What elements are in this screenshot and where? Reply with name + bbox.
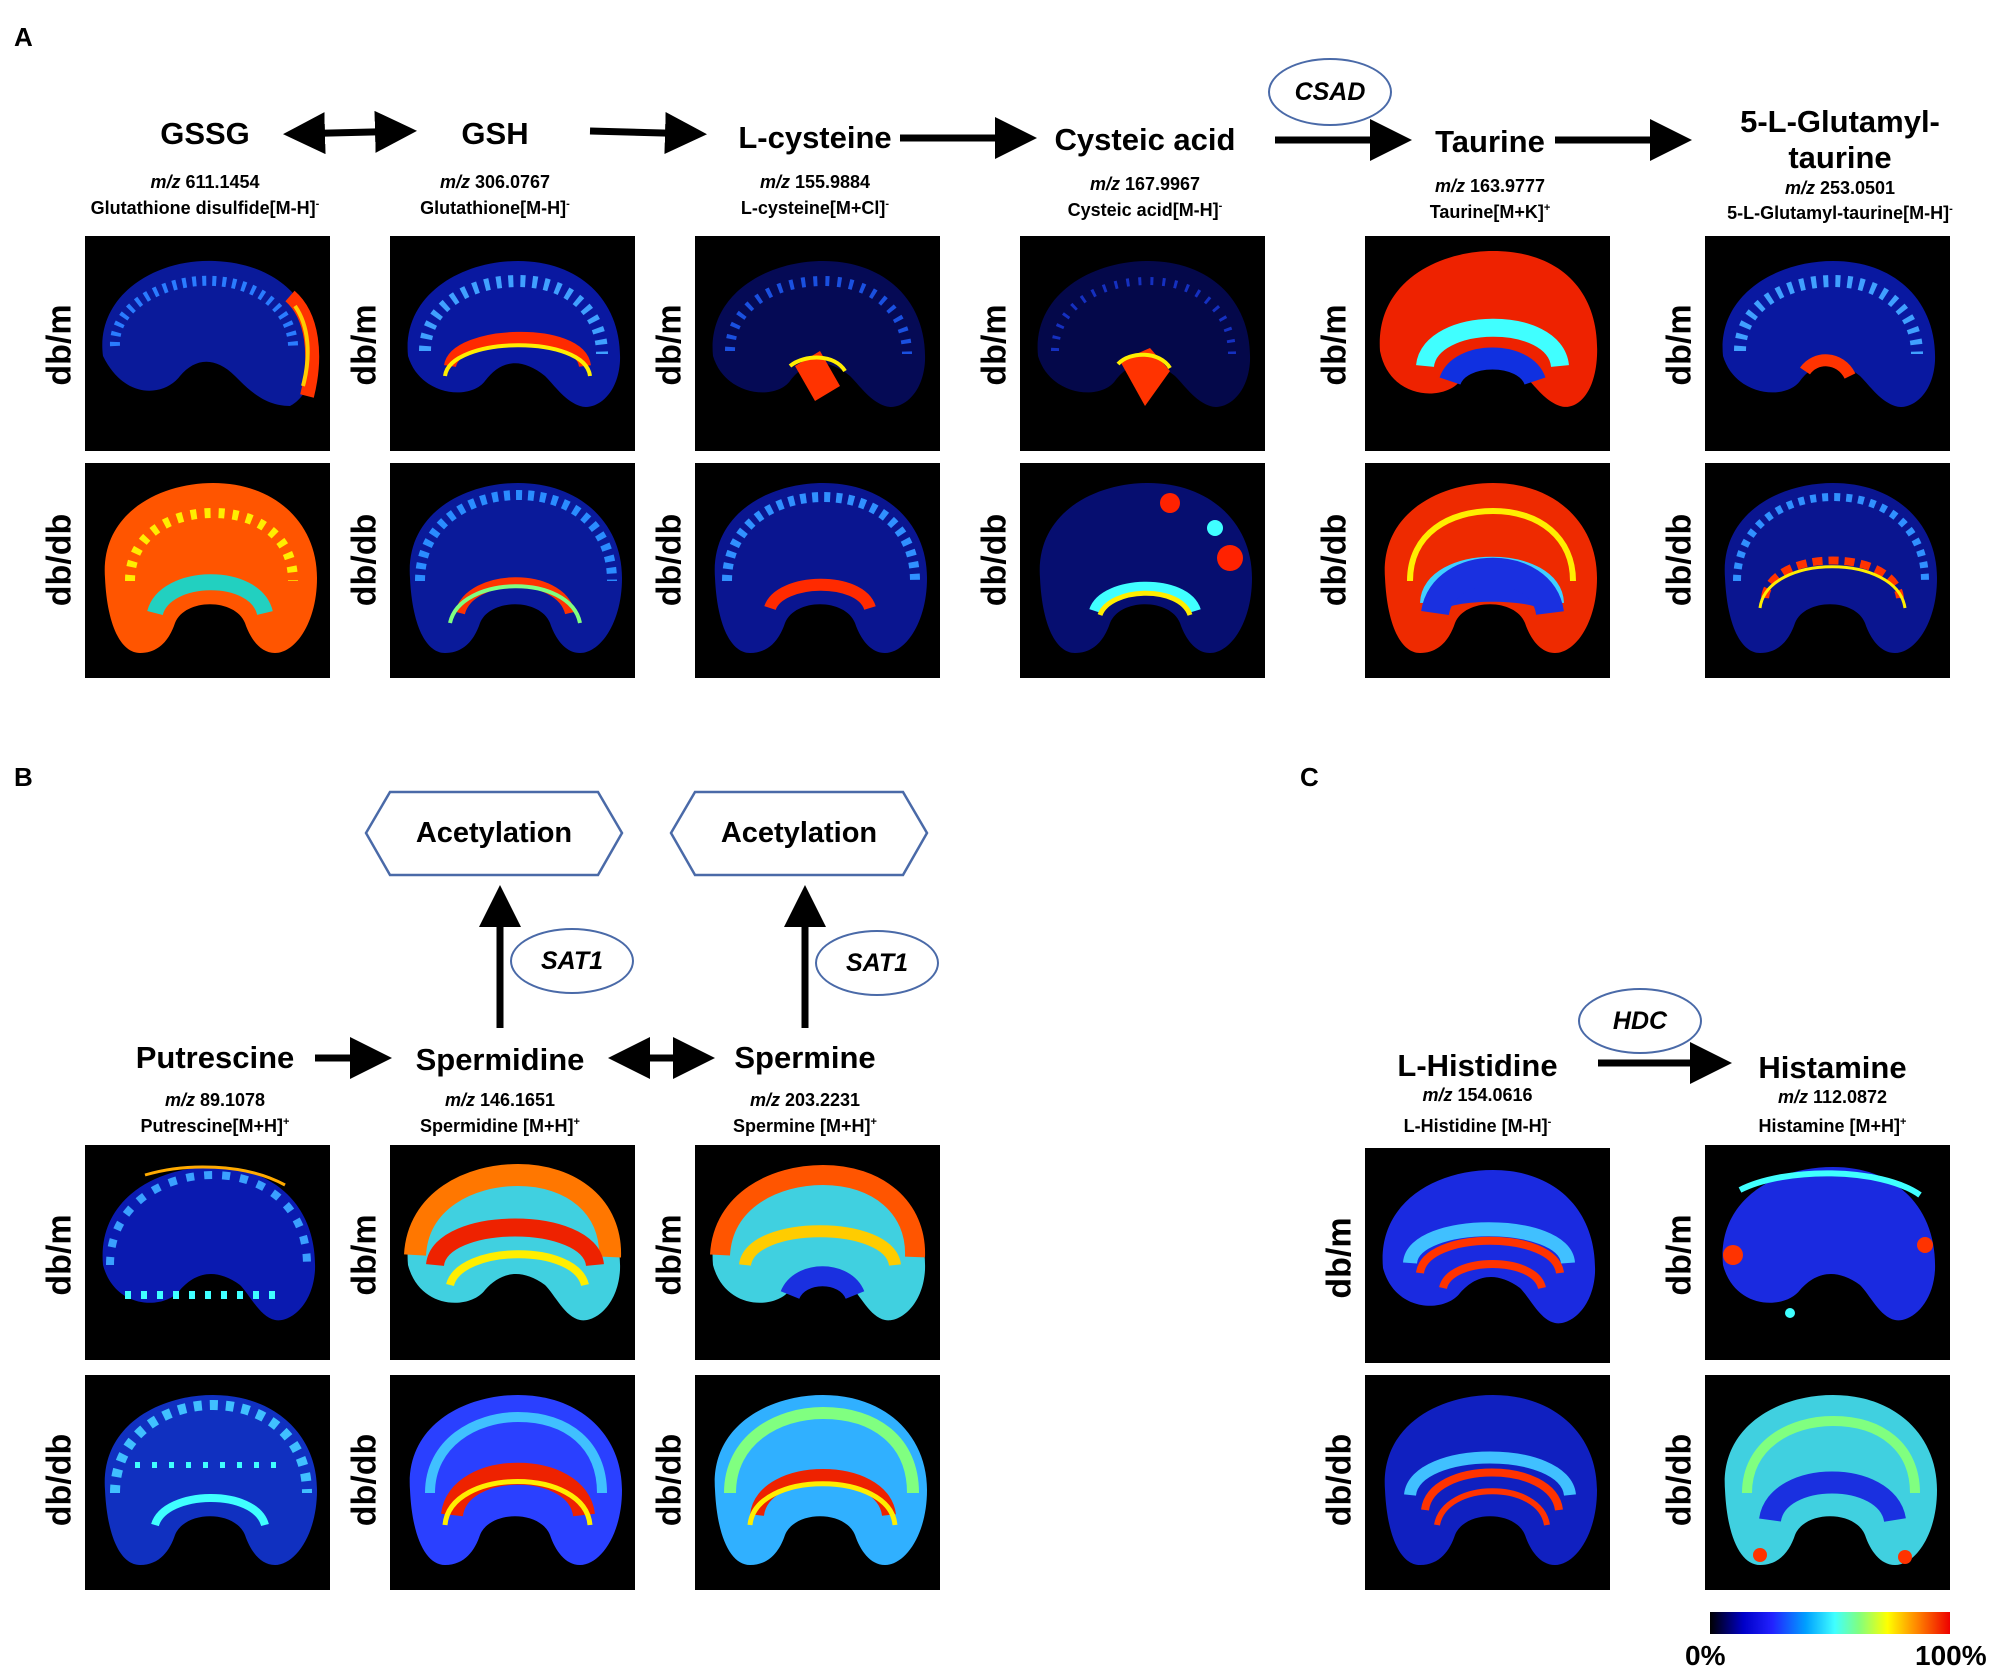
mz-gssg: m/z 611.1454 bbox=[150, 172, 260, 192]
metabolite-gsh: GSH bbox=[461, 116, 529, 151]
panel-letter-b: B bbox=[14, 762, 33, 792]
msi-image-l-cysteine-db-db bbox=[695, 463, 940, 678]
colorbar-max-label: 100% bbox=[1915, 1640, 1987, 1671]
ion-5-l-glutamyl-taurine: 5-L-Glutamyl-taurine[M-H]- bbox=[1727, 203, 1953, 223]
condition-label: db/db bbox=[1660, 513, 1699, 607]
condition-label: db/m bbox=[1315, 304, 1354, 386]
metabolite-l-cysteine: L-cysteine bbox=[738, 120, 892, 155]
ion-putrescine: Putrescine[M+H]+ bbox=[140, 1116, 290, 1136]
acetylation-hexagon-1 bbox=[364, 790, 624, 877]
ion-histamine: Histamine [M+H]+ bbox=[1758, 1116, 1907, 1136]
msi-image-taurine-db-db bbox=[1365, 463, 1610, 678]
msi-image-gsh-db-m bbox=[390, 236, 635, 451]
condition-label: db/db bbox=[40, 513, 79, 607]
ion-spermidine: Spermidine [M+H]+ bbox=[420, 1116, 580, 1136]
condition-label: db/db bbox=[1320, 1433, 1359, 1527]
msi-image-histamine-db-m bbox=[1705, 1145, 1950, 1360]
ion-l-cysteine: L-cysteine[M+Cl]- bbox=[740, 198, 890, 218]
process-acetylation-2: Acetylation bbox=[720, 817, 878, 849]
condition-label: db/m bbox=[1320, 1217, 1359, 1299]
metabolite-histamine: Histamine bbox=[1758, 1050, 1907, 1085]
msi-image-spermine-db-m bbox=[695, 1145, 940, 1360]
metabolite-cysteic-acid: Cysteic acid bbox=[1054, 122, 1236, 157]
msi-image-spermidine-db-m bbox=[390, 1145, 635, 1360]
condition-label: db/m bbox=[650, 304, 689, 386]
condition-label: db/db bbox=[1660, 1433, 1699, 1527]
msi-image-putrescine-db-m bbox=[85, 1145, 330, 1360]
mz-gsh: m/z 306.0767 bbox=[439, 172, 551, 192]
enzyme-sat1-2: SAT1 bbox=[815, 930, 939, 996]
condition-label: db/db bbox=[975, 513, 1014, 607]
mz-5-l-glutamyl-taurine: m/z 253.0501 bbox=[1784, 178, 1896, 198]
mz-spermidine: m/z 146.1651 bbox=[444, 1090, 556, 1110]
condition-label: db/db bbox=[1315, 513, 1354, 607]
panel-letter-c: C bbox=[1300, 762, 1319, 792]
condition-label: db/db bbox=[345, 1433, 384, 1527]
msi-image-5-l-glutamyl-taurine-db-m bbox=[1705, 236, 1950, 451]
ion-gsh: Glutathione[M-H]- bbox=[420, 198, 570, 218]
mz-spermine: m/z 203.2231 bbox=[749, 1090, 861, 1110]
msi-image-spermine-db-db bbox=[695, 1375, 940, 1590]
msi-image-cysteic-acid-db-m bbox=[1020, 236, 1265, 451]
condition-label: db/m bbox=[40, 1214, 79, 1296]
ion-l-histidine: L-Histidine [M-H]- bbox=[1403, 1116, 1552, 1136]
metabolite-l-histidine: L-Histidine bbox=[1397, 1048, 1558, 1083]
mz-putrescine: m/z 89.1078 bbox=[164, 1090, 266, 1110]
metabolite-putrescine: Putrescine bbox=[135, 1040, 295, 1075]
msi-image-gssg-db-m bbox=[85, 236, 330, 451]
msi-image-l-histidine-db-m bbox=[1365, 1148, 1610, 1363]
arrow-gsh-cysteine bbox=[589, 112, 707, 155]
msi-image-l-histidine-db-db bbox=[1365, 1375, 1610, 1590]
ion-cysteic-acid: Cysteic acid[M-H]- bbox=[1067, 200, 1223, 220]
msi-image-5-l-glutamyl-taurine-db-db bbox=[1705, 463, 1950, 678]
enzyme-hdc: HDC bbox=[1578, 988, 1702, 1054]
panel-letter-a: A bbox=[14, 22, 33, 52]
metabolite-5-l-glutamyl-taurine-line2: taurine bbox=[1788, 140, 1892, 175]
condition-label: db/m bbox=[650, 1214, 689, 1296]
metabolite-spermine: Spermine bbox=[734, 1040, 876, 1075]
condition-label: db/m bbox=[1660, 1214, 1699, 1296]
metabolite-spermidine: Spermidine bbox=[415, 1042, 585, 1077]
mz-cysteic-acid: m/z 167.9967 bbox=[1089, 174, 1201, 194]
msi-image-cysteic-acid-db-db bbox=[1020, 463, 1265, 678]
arrow-gssg-gsh bbox=[283, 110, 417, 155]
msi-image-putrescine-db-db bbox=[85, 1375, 330, 1590]
condition-label: db/db bbox=[650, 1433, 689, 1527]
msi-image-gssg-db-db bbox=[85, 463, 330, 678]
process-acetylation-1: Acetylation bbox=[415, 817, 573, 849]
ion-gssg: Glutathione disulfide[M-H]- bbox=[90, 198, 320, 218]
condition-label: db/m bbox=[345, 304, 384, 386]
msi-image-taurine-db-m bbox=[1365, 236, 1610, 451]
metabolite-taurine: Taurine bbox=[1435, 124, 1545, 159]
enzyme-csad: CSAD bbox=[1268, 58, 1392, 126]
metabolite-5-l-glutamyl-taurine-line1: 5-L-Glutamyl- bbox=[1740, 104, 1940, 139]
condition-label: db/m bbox=[1660, 304, 1699, 386]
condition-label: db/m bbox=[975, 304, 1014, 386]
colorbar-min-label: 0% bbox=[1685, 1640, 1726, 1671]
condition-label: db/m bbox=[40, 304, 79, 386]
condition-label: db/db bbox=[345, 513, 384, 607]
condition-label: db/m bbox=[345, 1214, 384, 1296]
mz-taurine: m/z 163.9777 bbox=[1434, 176, 1546, 196]
enzyme-sat1-1: SAT1 bbox=[510, 928, 634, 994]
msi-image-gsh-db-db bbox=[390, 463, 635, 678]
ion-spermine: Spermine [M+H]+ bbox=[733, 1116, 877, 1136]
metabolite-gssg: GSSG bbox=[160, 116, 250, 151]
condition-label: db/db bbox=[40, 1433, 79, 1527]
msi-image-histamine-db-db bbox=[1705, 1375, 1950, 1590]
mz-l-cysteine: m/z 155.9884 bbox=[759, 172, 871, 192]
colorbar bbox=[1710, 1612, 1950, 1634]
condition-label: db/db bbox=[650, 513, 689, 607]
msi-image-spermidine-db-db bbox=[390, 1375, 635, 1590]
ion-taurine: Taurine[M+K]+ bbox=[1429, 202, 1551, 222]
msi-image-l-cysteine-db-m bbox=[695, 236, 940, 451]
mz-l-histidine: m/z 154.0616 bbox=[1422, 1085, 1533, 1105]
acetylation-hexagon-2 bbox=[669, 790, 929, 877]
mz-histamine: m/z 112.0872 bbox=[1777, 1087, 1888, 1107]
